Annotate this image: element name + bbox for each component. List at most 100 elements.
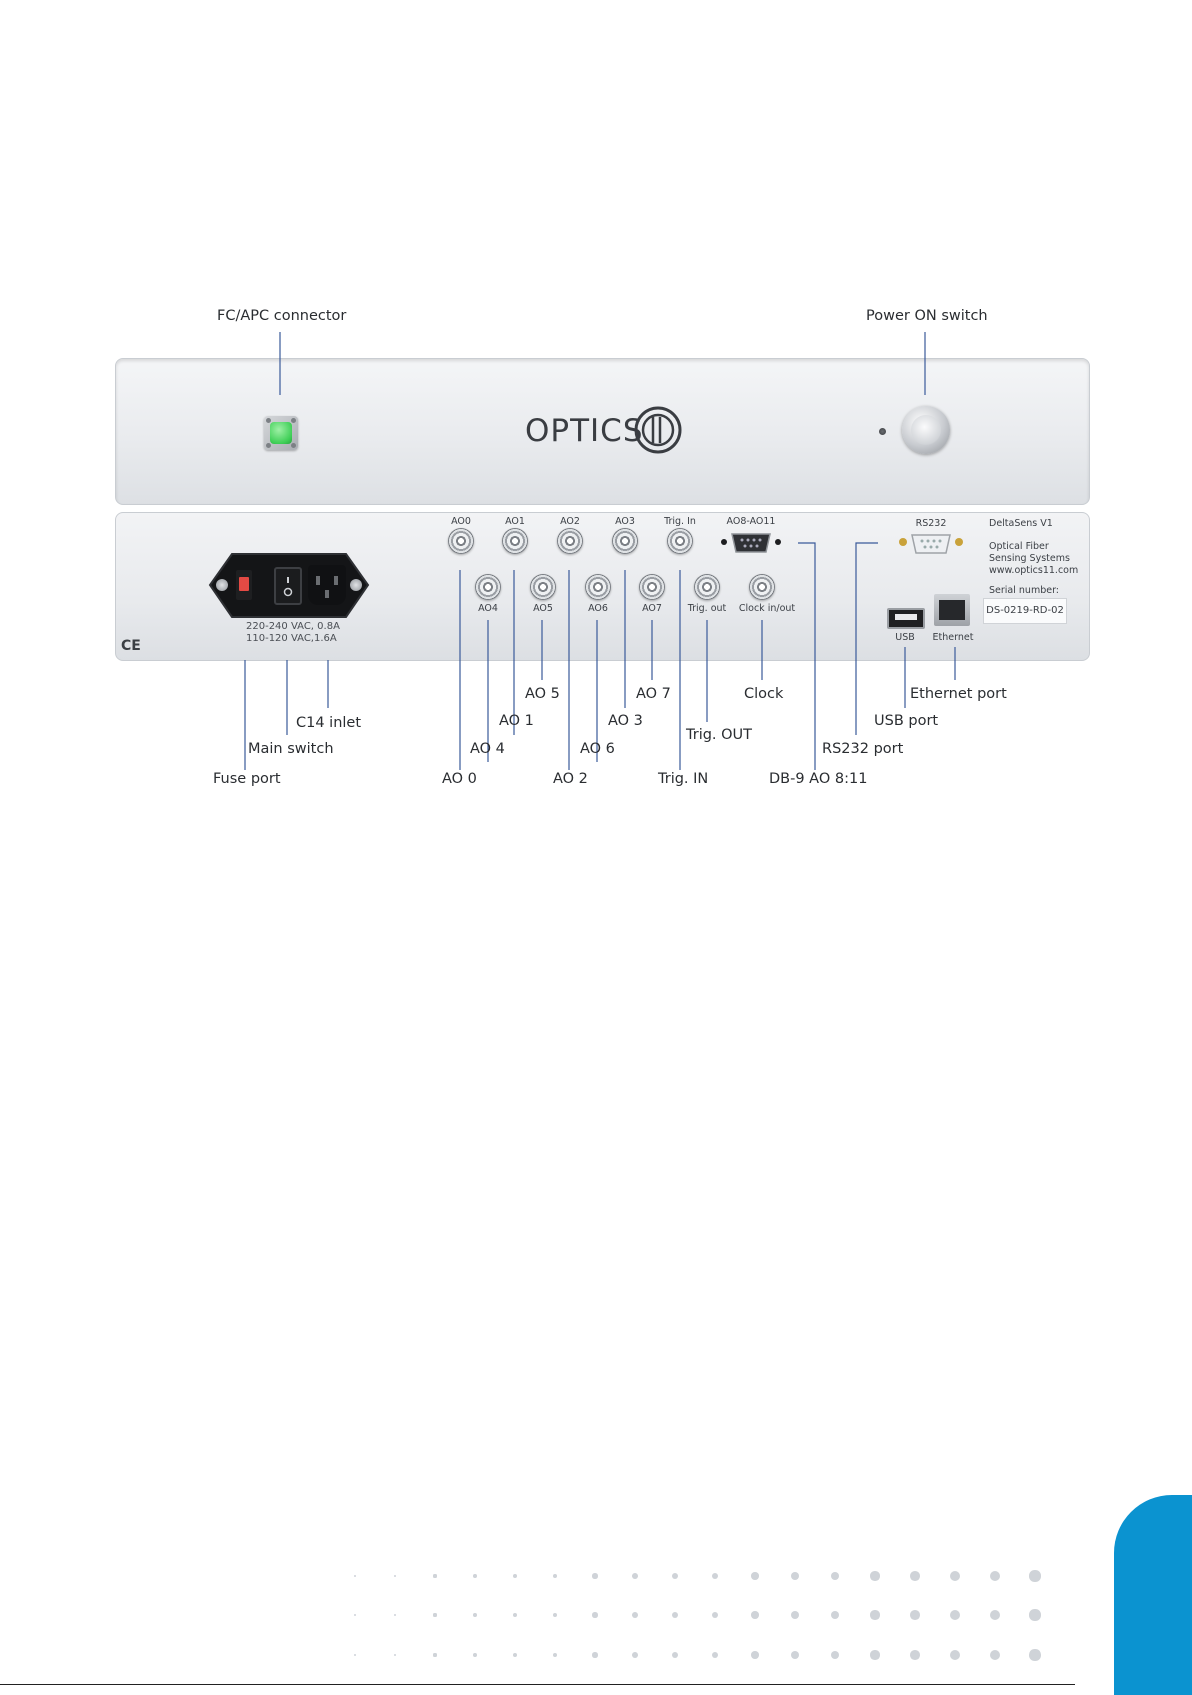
decorative-dot (393, 1613, 397, 1617)
callout-trig-out: Trig. OUT (686, 727, 753, 743)
decorative-dot (473, 1653, 477, 1657)
callout-ao2: AO 2 (553, 771, 588, 787)
bnc-connector-ao3 (612, 528, 638, 554)
callout-ao5: AO 5 (525, 686, 560, 702)
panel-label-ao6: AO6 (588, 603, 608, 614)
decorative-dot (711, 1611, 719, 1619)
decorative-dot (711, 1572, 719, 1580)
callout-leader-lines (244, 332, 956, 770)
decorative-dot (910, 1650, 920, 1660)
callout-c14-inlet: C14 inlet (296, 715, 362, 731)
callout-usb-port: USB port (874, 713, 939, 729)
brand-name: OPTICS (525, 413, 644, 449)
bnc-connector-ao5 (530, 574, 556, 600)
callout-fuse-port: Fuse port (213, 771, 281, 787)
decorative-dot (592, 1652, 598, 1658)
power-led-indicator (879, 428, 886, 435)
decorative-dot (910, 1610, 920, 1620)
screw-icon (721, 539, 727, 545)
callout-ao6: AO 6 (580, 741, 615, 757)
panel-label-ao7: AO7 (642, 603, 662, 614)
db9-connector-ao8-ao11 (731, 533, 771, 553)
db9-connector-rs232 (911, 534, 951, 554)
product-description-line-1: Optical Fiber (989, 541, 1049, 552)
decorative-dot (552, 1573, 558, 1579)
panel-label-usb: USB (895, 632, 915, 643)
panel-label-ao2: AO2 (560, 516, 580, 527)
bnc-connector-trig-in (667, 528, 693, 554)
decorative-dot (1029, 1649, 1041, 1661)
callout-fc-apc-connector: FC/APC connector (217, 308, 347, 324)
decorative-dot (870, 1650, 880, 1660)
decorative-dot (512, 1573, 518, 1579)
decorative-dot (870, 1610, 880, 1620)
screw-icon (216, 579, 228, 591)
decorative-dot (711, 1651, 719, 1659)
main-rocker-switch (274, 567, 302, 605)
decorative-dot (1029, 1609, 1041, 1621)
panel-label-ao3: AO3 (615, 516, 635, 527)
product-name: DeltaSens V1 (989, 518, 1053, 529)
callout-ao4: AO 4 (470, 741, 505, 757)
power-on-switch (902, 406, 950, 454)
decorative-dot (1029, 1570, 1041, 1582)
decorative-dot (830, 1650, 840, 1660)
decorative-dot (671, 1611, 679, 1619)
decorative-dot (830, 1571, 840, 1581)
c14-socket (308, 565, 346, 605)
decorative-dot (393, 1574, 397, 1578)
decorative-dot (552, 1652, 558, 1658)
decorative-dot (870, 1571, 880, 1581)
decorative-dot (790, 1571, 800, 1581)
decorative-dot (354, 1654, 356, 1656)
callout-rs232-port: RS232 port (822, 741, 904, 757)
panel-label-ao5: AO5 (533, 603, 553, 614)
callout-ao7: AO 7 (636, 686, 671, 702)
screw-icon (955, 538, 963, 546)
decorative-dot (433, 1574, 437, 1578)
callout-ao3: AO 3 (608, 713, 643, 729)
decorative-dot (512, 1652, 518, 1658)
fc-apc-connector (264, 416, 298, 450)
bnc-connector-ao0 (448, 528, 474, 554)
brand-logo: OPTICS (525, 405, 683, 455)
callout-ao1: AO 1 (499, 713, 534, 729)
decorative-dot (989, 1649, 1001, 1661)
decorative-dot (592, 1573, 598, 1579)
decorative-dot (473, 1574, 477, 1578)
decorative-dot (949, 1649, 961, 1661)
serial-number-label: Serial number: (989, 585, 1060, 596)
decorative-dot (751, 1572, 759, 1580)
decorative-dot (989, 1609, 1001, 1621)
decorative-dot (433, 1653, 437, 1657)
decorative-dot (632, 1573, 638, 1579)
decorative-dot (671, 1572, 679, 1580)
callout-trig-in: Trig. IN (658, 771, 709, 787)
website: www.optics11.com (989, 565, 1079, 576)
decorative-dot (632, 1652, 638, 1658)
decorative-dot (592, 1612, 598, 1618)
voltage-rating-line-2: 110-120 VAC,1.6A (246, 633, 337, 644)
panel-label-ao8-ao11: AO8-AO11 (726, 516, 776, 527)
decorative-dot (473, 1613, 477, 1617)
decorative-dot (632, 1612, 638, 1618)
serial-number-value: DS-0219-RD-02 (983, 598, 1067, 624)
panel-label-trig-in: Trig. In (664, 516, 696, 527)
decorative-dot (949, 1570, 961, 1582)
product-description-line-2: Sensing Systems (989, 553, 1070, 564)
panel-label-rs232: RS232 (915, 518, 947, 529)
panel-label-ao1: AO1 (505, 516, 525, 527)
bnc-connector-ao1 (502, 528, 528, 554)
bnc-connector-ao6 (585, 574, 611, 600)
bnc-connector-ao7 (639, 574, 665, 600)
power-inlet-module (208, 552, 370, 619)
page-corner-tab (1114, 1495, 1192, 1695)
decorative-dot (830, 1610, 840, 1620)
screw-icon (350, 579, 362, 591)
fuse-drawer (236, 570, 252, 600)
screw-icon (899, 538, 907, 546)
decorative-dot (552, 1612, 558, 1618)
bnc-connector-ao2 (557, 528, 583, 554)
decorative-dot (671, 1651, 679, 1659)
